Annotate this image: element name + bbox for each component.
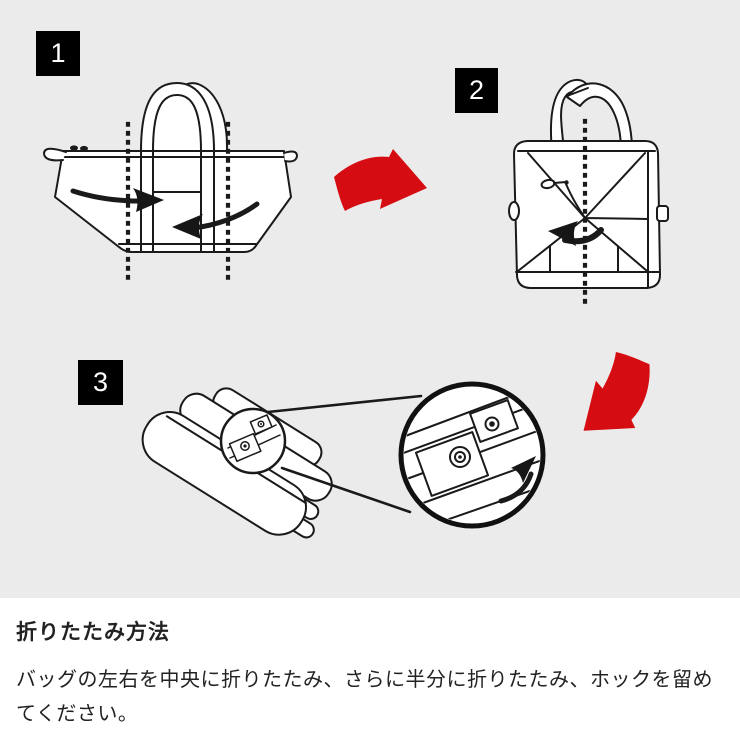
step-number-badge-2: 2 [455, 68, 498, 113]
side-tab-left [508, 201, 520, 221]
step-number-badge-1: 1 [36, 31, 80, 76]
snap-button-magnifier [398, 381, 546, 529]
fold-direction-arrows [70, 188, 260, 239]
zipper-pull-icon [70, 145, 78, 151]
bag-handles [140, 82, 229, 152]
step3-bag-illustration [141, 387, 423, 539]
step-number-label: 3 [92, 367, 109, 397]
step-number-label: 2 [468, 75, 485, 105]
side-tab-left [43, 147, 67, 162]
step2-bag-illustration [508, 78, 669, 308]
step-number-label: 1 [50, 38, 66, 68]
snap-socket-icon [449, 446, 471, 468]
instructions-body-line-1: バッグの左右を中央に折りたたみ、さらに半分に折りたたみ、ホックを留め [16, 667, 713, 691]
step-number-badge-3: 3 [78, 360, 123, 405]
side-tab-right [656, 205, 669, 222]
snap-stud-icon [484, 416, 500, 432]
instructions-title: 折りたたみ方法 [16, 620, 170, 644]
bag-body [54, 150, 292, 253]
diagram-area: 1 2 3 [0, 0, 740, 598]
step1-to-step2-arrow-icon [334, 149, 427, 211]
instructions-body-line-2: てください。 [16, 701, 139, 725]
magnifier-leader-lines [266, 394, 423, 514]
instructions-panel: 折りたたみ方法 バッグの左右を中央に折りたたみ、さらに半分に折りたたみ、ホックを… [0, 598, 740, 740]
fold-crease-lines [517, 152, 649, 272]
folding-diagram [43, 78, 672, 539]
step1-bag-illustration [43, 82, 298, 281]
step2-to-step3-arrow-icon [565, 343, 672, 455]
instructions-body: バッグの左右を中央に折りたたみ、さらに半分に折りたたみ、ホックを留め てください… [16, 662, 725, 730]
side-tab-right [283, 150, 298, 163]
fold-direction-arrow [548, 221, 604, 246]
